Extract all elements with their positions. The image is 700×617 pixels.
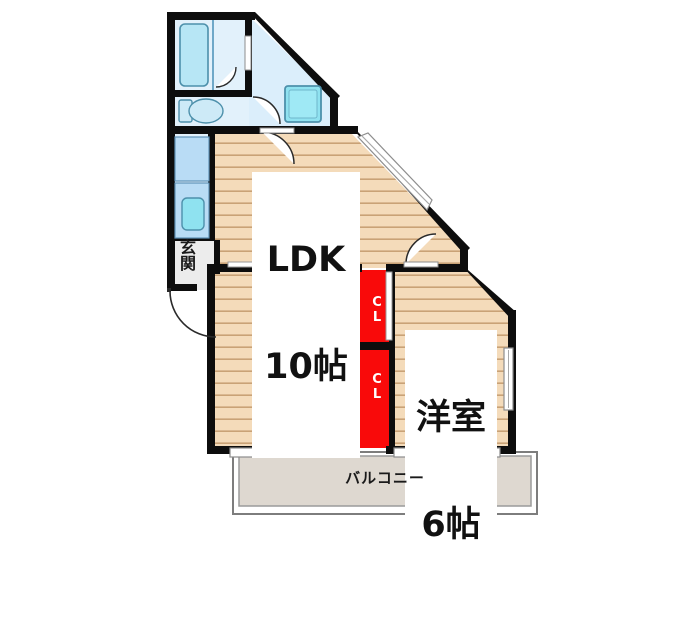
closet-door-upper (385, 271, 393, 341)
window-ldk-diagonal (356, 132, 433, 212)
bathtub-icon (179, 23, 209, 87)
closet-lower (357, 350, 391, 448)
room-label-ldk-line1: LDK (266, 240, 346, 281)
washing-machine-icon (284, 85, 322, 123)
room-label-washitsu-line2: 6帖 (421, 505, 481, 546)
closet-label-upper: C L (372, 295, 382, 325)
floorplan: LDK 10帖 洋室 6帖 玄 関 バルコニー C L C L (167, 12, 538, 544)
room-label-balcony: バルコニー (345, 469, 425, 487)
door-washroom (259, 127, 295, 165)
toilet-icon (178, 98, 224, 124)
kitchen-sink-icon (174, 182, 210, 239)
room-label-ldk-line2: 10帖 (264, 347, 348, 388)
window-bedroom-east (503, 347, 514, 411)
room-label-ldk: LDK 10帖 (252, 172, 360, 458)
closet-upper (357, 270, 391, 346)
room-label-genkan: 玄 関 (179, 238, 196, 273)
kitchen-counter-icon (174, 136, 210, 182)
door-toilet (252, 96, 281, 125)
room-label-washitsu-line1: 洋室 (415, 398, 486, 439)
closet-label-lower: C L (372, 372, 382, 402)
door-ldk-right (403, 233, 439, 268)
door-bath (215, 35, 252, 88)
door-entrance (167, 288, 217, 338)
